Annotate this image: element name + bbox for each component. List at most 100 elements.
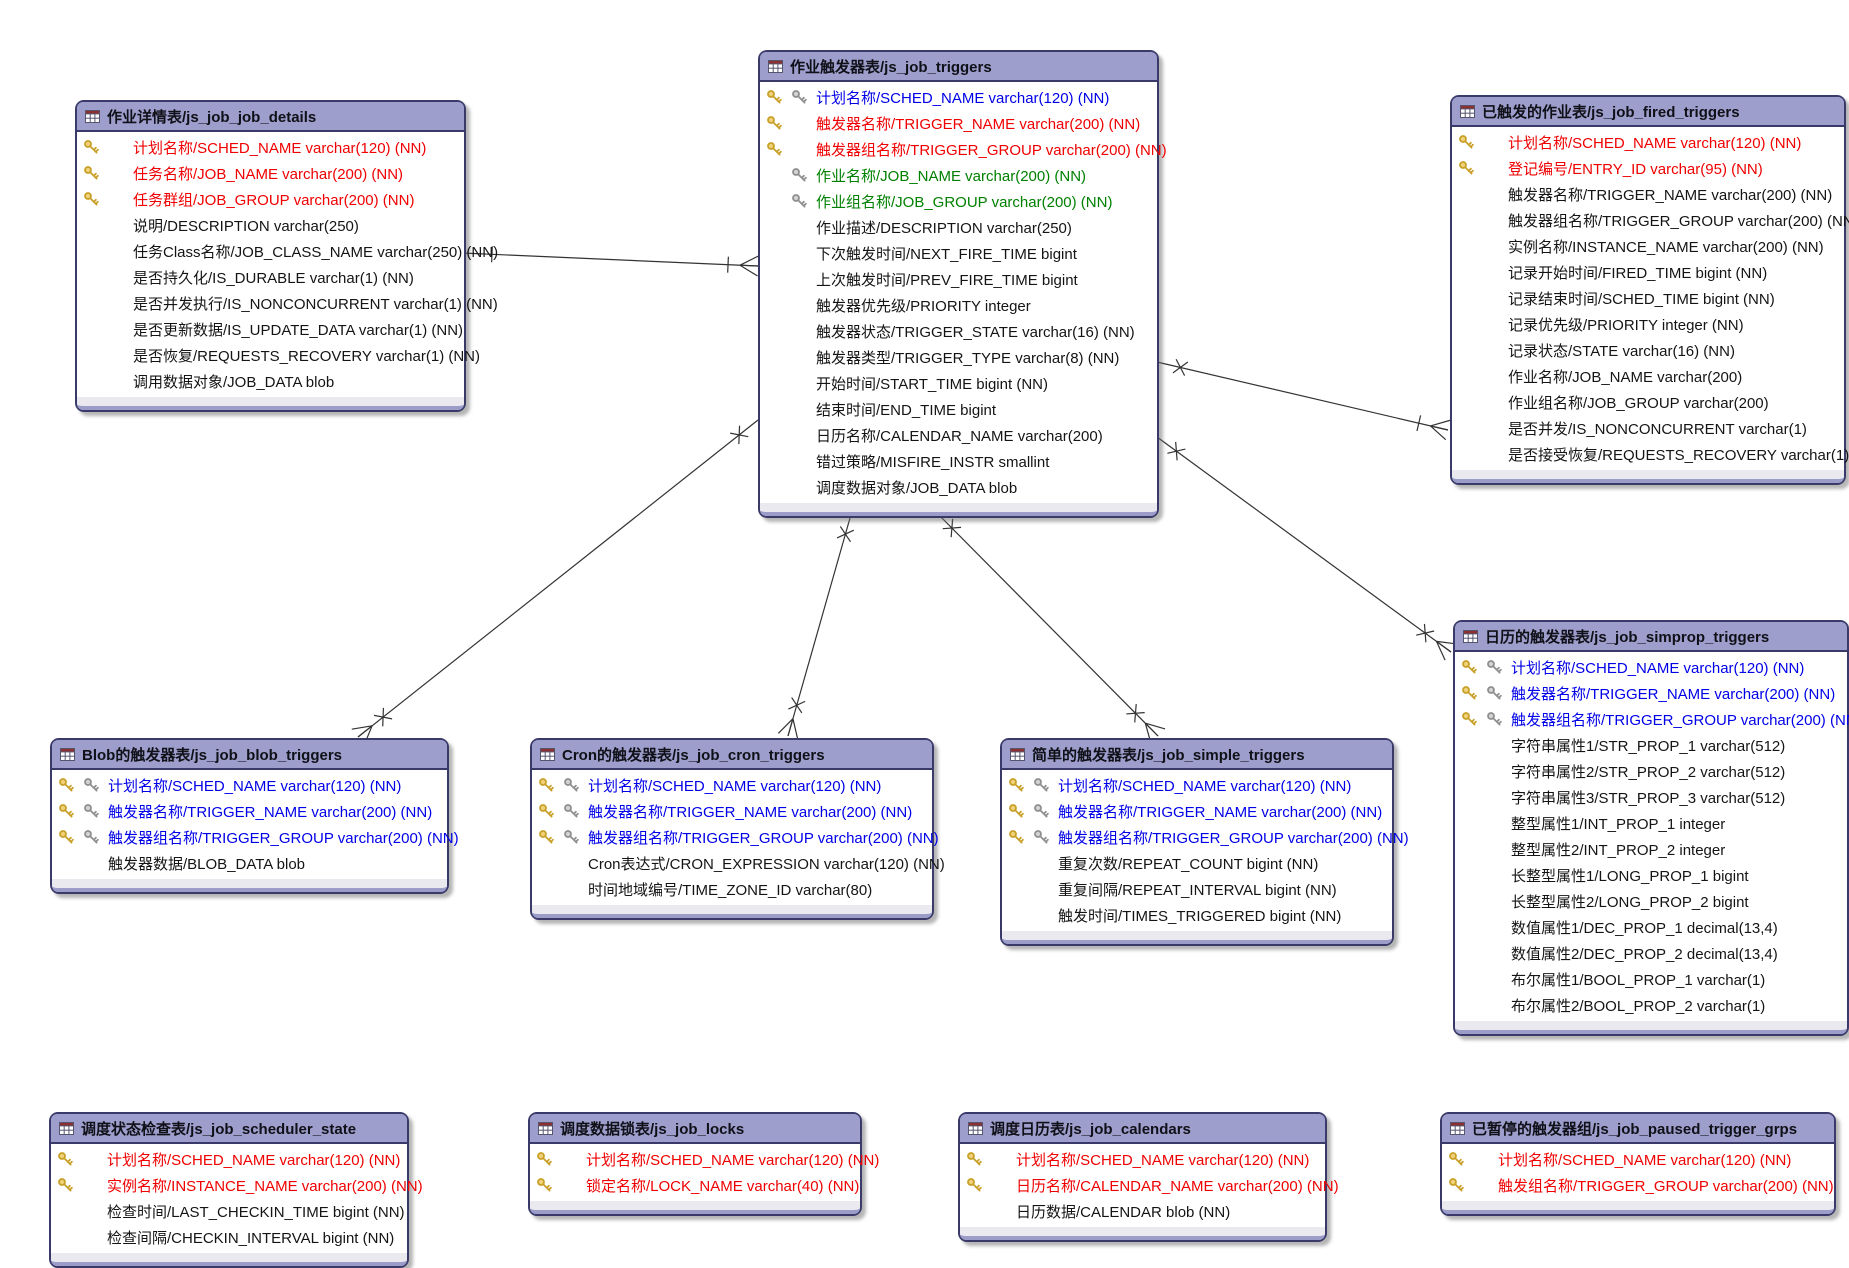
field-row[interactable]: 错过策略/MISFIRE_INSTR smallint bbox=[760, 448, 1157, 474]
field-row[interactable]: 记录开始时间/FIRED_TIME bigint (NN) bbox=[1452, 259, 1844, 285]
field-row[interactable]: 下次触发时间/NEXT_FIRE_TIME bigint bbox=[760, 240, 1157, 266]
field-row[interactable]: 触发器数据/BLOB_DATA blob bbox=[52, 850, 447, 876]
field-row[interactable]: 触发组名称/TRIGGER_GROUP varchar(200) (NN) bbox=[1442, 1172, 1834, 1198]
field-row[interactable]: 作业名称/JOB_NAME varchar(200) (NN) bbox=[760, 162, 1157, 188]
field-row[interactable]: 计划名称/SCHED_NAME varchar(120) (NN) bbox=[960, 1146, 1325, 1172]
table-header[interactable]: 简单的触发器表/js_job_simple_triggers bbox=[1002, 740, 1392, 770]
field-row[interactable]: 字符串属性3/STR_PROP_3 varchar(512) bbox=[1455, 784, 1847, 810]
field-row[interactable]: 字符串属性1/STR_PROP_1 varchar(512) bbox=[1455, 732, 1847, 758]
field-row[interactable]: 结束时间/END_TIME bigint bbox=[760, 396, 1157, 422]
field-row[interactable]: 日历名称/CALENDAR_NAME varchar(200) (NN) bbox=[960, 1172, 1339, 1198]
field-row[interactable]: 布尔属性1/BOOL_PROP_1 varchar(1) bbox=[1455, 966, 1847, 992]
field-row[interactable]: Cron表达式/CRON_EXPRESSION varchar(120) (NN… bbox=[532, 850, 945, 876]
field-row[interactable]: 实例名称/INSTANCE_NAME varchar(200) (NN) bbox=[1452, 233, 1844, 259]
field-row[interactable]: 是否持久化/IS_DURABLE varchar(1) (NN) bbox=[77, 264, 464, 290]
field-row[interactable]: 日历名称/CALENDAR_NAME varchar(200) bbox=[760, 422, 1157, 448]
field-row[interactable]: 触发器名称/TRIGGER_NAME varchar(200) (NN) bbox=[1002, 798, 1392, 824]
field-row[interactable]: 作业组名称/JOB_GROUP varchar(200) (NN) bbox=[760, 188, 1157, 214]
field-row[interactable]: 计划名称/SCHED_NAME varchar(120) (NN) bbox=[760, 84, 1157, 110]
field-row[interactable]: 作业组名称/JOB_GROUP varchar(200) bbox=[1452, 389, 1844, 415]
field-row[interactable]: 计划名称/SCHED_NAME varchar(120) (NN) bbox=[77, 134, 464, 160]
field-row[interactable]: 任务群组/JOB_GROUP varchar(200) (NN) bbox=[77, 186, 464, 212]
field-row[interactable]: 整型属性2/INT_PROP_2 integer bbox=[1455, 836, 1847, 862]
table-header[interactable]: 作业详情表/js_job_job_details bbox=[77, 102, 464, 132]
field-row[interactable]: 数值属性1/DEC_PROP_1 decimal(13,4) bbox=[1455, 914, 1847, 940]
field-row[interactable]: 计划名称/SCHED_NAME varchar(120) (NN) bbox=[1452, 129, 1844, 155]
table-header[interactable]: 作业触发器表/js_job_triggers bbox=[760, 52, 1157, 82]
field-row[interactable]: 调度数据对象/JOB_DATA blob bbox=[760, 474, 1157, 500]
field-row[interactable]: 是否接受恢复/REQUESTS_RECOVERY varchar(1) bbox=[1452, 441, 1849, 467]
field-row[interactable]: 计划名称/SCHED_NAME varchar(120) (NN) bbox=[52, 772, 447, 798]
field-row[interactable]: 计划名称/SCHED_NAME varchar(120) (NN) bbox=[1455, 654, 1847, 680]
table-header[interactable]: Blob的触发器表/js_job_blob_triggers bbox=[52, 740, 447, 770]
table-header[interactable]: 调度状态检查表/js_job_scheduler_state bbox=[51, 1114, 407, 1144]
field-row[interactable]: 时间地域编号/TIME_ZONE_ID varchar(80) bbox=[532, 876, 932, 902]
field-row[interactable]: 计划名称/SCHED_NAME varchar(120) (NN) bbox=[1002, 772, 1392, 798]
field-row[interactable]: 任务名称/JOB_NAME varchar(200) (NN) bbox=[77, 160, 464, 186]
field-row[interactable]: 触发器组名称/TRIGGER_GROUP varchar(200) (NN) bbox=[1455, 706, 1849, 732]
field-row[interactable]: 字符串属性2/STR_PROP_2 varchar(512) bbox=[1455, 758, 1847, 784]
field-row[interactable]: 布尔属性2/BOOL_PROP_2 varchar(1) bbox=[1455, 992, 1847, 1018]
field-row[interactable]: 计划名称/SCHED_NAME varchar(120) (NN) bbox=[51, 1146, 407, 1172]
field-row[interactable]: 是否恢复/REQUESTS_RECOVERY varchar(1) (NN) bbox=[77, 342, 480, 368]
field-row[interactable]: 锁定名称/LOCK_NAME varchar(40) (NN) bbox=[530, 1172, 860, 1198]
field-row[interactable]: 触发器名称/TRIGGER_NAME varchar(200) (NN) bbox=[532, 798, 932, 824]
table-header[interactable]: 调度日历表/js_job_calendars bbox=[960, 1114, 1325, 1144]
field-row[interactable]: 触发器组名称/TRIGGER_GROUP varchar(200) (NN) bbox=[1002, 824, 1409, 850]
field-row[interactable]: 调用数据对象/JOB_DATA blob bbox=[77, 368, 464, 394]
field-row[interactable]: 检查时间/LAST_CHECKIN_TIME bigint (NN) bbox=[51, 1198, 407, 1224]
field-row[interactable]: 实例名称/INSTANCE_NAME varchar(200) (NN) bbox=[51, 1172, 423, 1198]
field-row[interactable]: 长整型属性2/LONG_PROP_2 bigint bbox=[1455, 888, 1847, 914]
field-row[interactable]: 记录结束时间/SCHED_TIME bigint (NN) bbox=[1452, 285, 1844, 311]
field-row[interactable]: 触发器状态/TRIGGER_STATE varchar(16) (NN) bbox=[760, 318, 1157, 344]
field-row[interactable]: 触发器名称/TRIGGER_NAME varchar(200) (NN) bbox=[1455, 680, 1847, 706]
field-row[interactable]: 记录优先级/PRIORITY integer (NN) bbox=[1452, 311, 1844, 337]
field-row[interactable]: 触发器组名称/TRIGGER_GROUP varchar(200) (NN) bbox=[532, 824, 939, 850]
field-row[interactable]: 触发器名称/TRIGGER_NAME varchar(200) (NN) bbox=[52, 798, 447, 824]
table-header[interactable]: 调度数据锁表/js_job_locks bbox=[530, 1114, 860, 1144]
field-row[interactable]: 开始时间/START_TIME bigint (NN) bbox=[760, 370, 1157, 396]
field-row[interactable]: 计划名称/SCHED_NAME varchar(120) (NN) bbox=[532, 772, 932, 798]
field-row[interactable]: 是否更新数据/IS_UPDATE_DATA varchar(1) (NN) bbox=[77, 316, 464, 342]
field-row[interactable]: 记录状态/STATE varchar(16) (NN) bbox=[1452, 337, 1844, 363]
field-row[interactable]: 数值属性2/DEC_PROP_2 decimal(13,4) bbox=[1455, 940, 1847, 966]
field-row[interactable]: 触发器优先级/PRIORITY integer bbox=[760, 292, 1157, 318]
field-row[interactable]: 触发器组名称/TRIGGER_GROUP varchar(200) (NN) bbox=[52, 824, 459, 850]
table-header[interactable]: 日历的触发器表/js_job_simprop_triggers bbox=[1455, 622, 1847, 652]
field-row[interactable]: 登记编号/ENTRY_ID varchar(95) (NN) bbox=[1452, 155, 1844, 181]
field-row[interactable]: 计划名称/SCHED_NAME varchar(120) (NN) bbox=[1442, 1146, 1834, 1172]
table-header[interactable]: Cron的触发器表/js_job_cron_triggers bbox=[532, 740, 932, 770]
field-row[interactable]: 触发器类型/TRIGGER_TYPE varchar(8) (NN) bbox=[760, 344, 1157, 370]
field-row[interactable]: 触发时间/TIMES_TRIGGERED bigint (NN) bbox=[1002, 902, 1392, 928]
field-row[interactable]: 重复间隔/REPEAT_INTERVAL bigint (NN) bbox=[1002, 876, 1392, 902]
field-row[interactable]: 整型属性1/INT_PROP_1 integer bbox=[1455, 810, 1847, 836]
field-row[interactable]: 触发器名称/TRIGGER_NAME varchar(200) (NN) bbox=[760, 110, 1157, 136]
field-row[interactable]: 作业名称/JOB_NAME varchar(200) bbox=[1452, 363, 1844, 389]
field-row[interactable]: 任务Class名称/JOB_CLASS_NAME varchar(250) (N… bbox=[77, 238, 498, 264]
field-row[interactable]: 日历数据/CALENDAR blob (NN) bbox=[960, 1198, 1325, 1224]
field-row[interactable]: 计划名称/SCHED_NAME varchar(120) (NN) bbox=[530, 1146, 879, 1172]
table-header[interactable]: 已暂停的触发器组/js_job_paused_trigger_grps bbox=[1442, 1114, 1834, 1144]
field-row[interactable]: 是否并发/IS_NONCONCURRENT varchar(1) bbox=[1452, 415, 1844, 441]
field-row[interactable]: 上次触发时间/PREV_FIRE_TIME bigint bbox=[760, 266, 1157, 292]
field-row[interactable]: 是否并发执行/IS_NONCONCURRENT varchar(1) (NN) bbox=[77, 290, 498, 316]
field-row[interactable]: 触发器名称/TRIGGER_NAME varchar(200) (NN) bbox=[1452, 181, 1844, 207]
field-row[interactable]: 重复次数/REPEAT_COUNT bigint (NN) bbox=[1002, 850, 1392, 876]
field-row[interactable]: 长整型属性1/LONG_PROP_1 bigint bbox=[1455, 862, 1847, 888]
table-header[interactable]: 已触发的作业表/js_job_fired_triggers bbox=[1452, 97, 1844, 127]
field-row[interactable]: 触发器组名称/TRIGGER_GROUP varchar(200) (NN) bbox=[1452, 207, 1849, 233]
field-row[interactable]: 检查间隔/CHECKIN_INTERVAL bigint (NN) bbox=[51, 1224, 407, 1250]
field-row[interactable]: 作业描述/DESCRIPTION varchar(250) bbox=[760, 214, 1157, 240]
field-row[interactable]: 触发器组名称/TRIGGER_GROUP varchar(200) (NN) bbox=[760, 136, 1167, 162]
